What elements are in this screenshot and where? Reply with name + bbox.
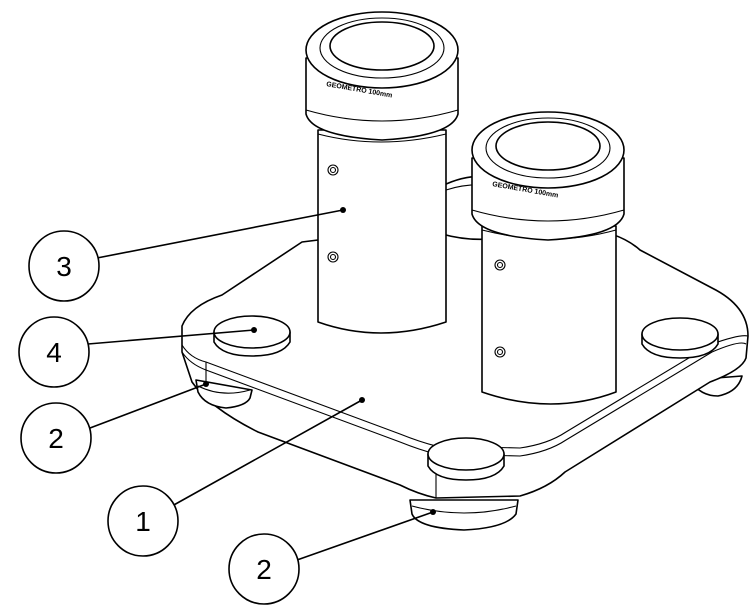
front-foot (409, 499, 519, 531)
callout-2-front-label: 2 (256, 554, 272, 585)
callout-3-label: 3 (56, 251, 72, 282)
plate-cap-left (213, 315, 291, 357)
callout-4-label: 4 (46, 337, 62, 368)
plate-cap-front (427, 437, 505, 481)
callout-1: 1 (107, 485, 179, 557)
right-tube: GEOMETRO 100mm (471, 111, 625, 405)
callout-2-left: 2 (20, 402, 92, 474)
callout-3: 3 (28, 230, 100, 302)
left-tube: GEOMETRO 100mm (305, 11, 459, 334)
callout-2-left-label: 2 (48, 423, 64, 454)
plate-cap-right (641, 317, 719, 359)
callout-4: 4 (18, 316, 90, 388)
left-foot (195, 379, 253, 409)
leader-lines (87, 207, 436, 561)
callout-1-label: 1 (135, 506, 151, 537)
callout-2-front: 2 (228, 533, 300, 605)
